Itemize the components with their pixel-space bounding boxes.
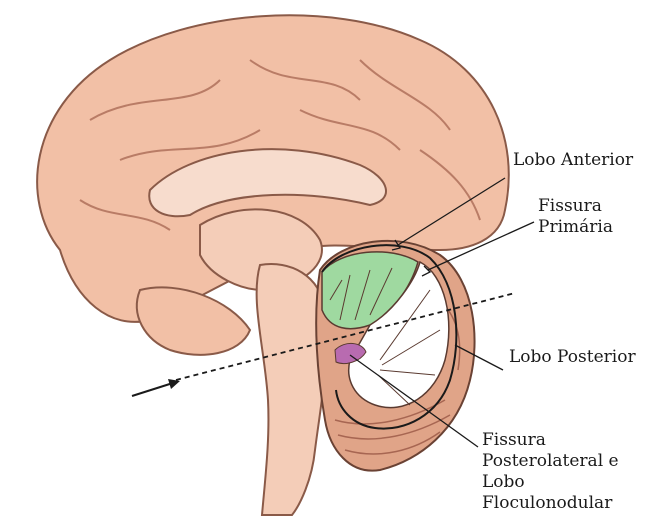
label-posterolateral-line1: Fissura (482, 430, 619, 451)
label-lobo-posterior: Lobo Posterior (509, 347, 636, 368)
label-posterolateral-line2: Posterolateral e (482, 451, 619, 472)
label-posterolateral-line4: Floculonodular (482, 493, 619, 514)
temporal-lobe (137, 287, 250, 354)
label-posterolateral-line3: Lobo (482, 472, 619, 493)
label-lobo-anterior: Lobo Anterior (513, 150, 633, 171)
label-fissura-primaria: Fissura Primária (538, 196, 613, 238)
label-fissura-primaria-line1: Fissura (538, 196, 613, 217)
label-fissura-primaria-line2: Primária (538, 217, 613, 238)
arrow-head (168, 379, 180, 389)
label-fissura-posterolateral: Fissura Posterolateral e Lobo Floculonod… (482, 430, 619, 514)
arrow-shaft (132, 382, 176, 396)
